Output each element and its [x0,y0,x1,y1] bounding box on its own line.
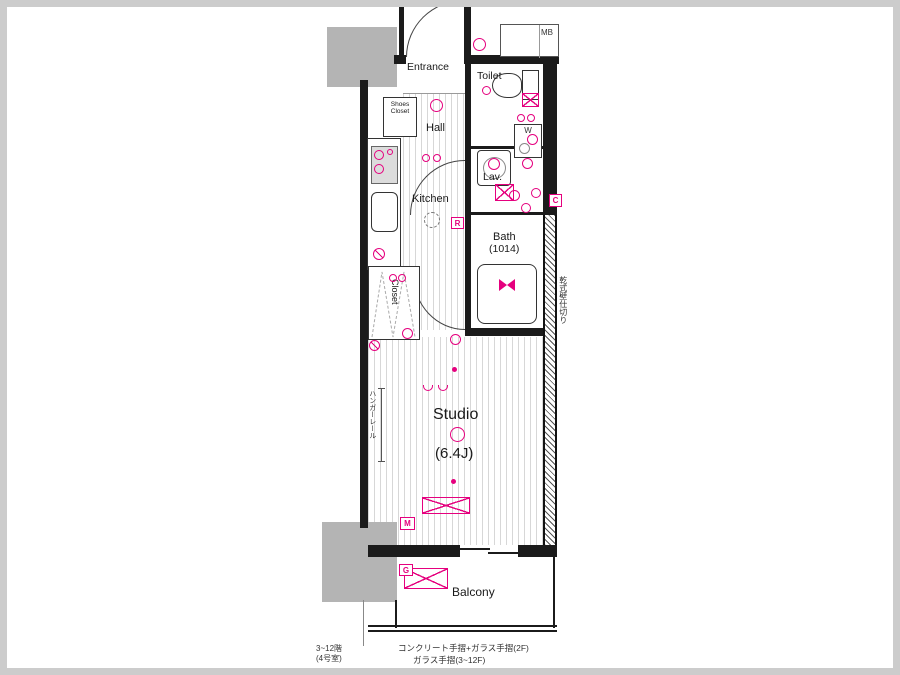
top-wall-toilet [464,55,559,64]
bathtub [477,264,537,324]
closet-folding-door [371,271,416,338]
m-box-label: M [404,519,411,528]
hall-light-symbol [430,99,443,112]
doorbell-symbol [473,38,486,51]
closet-switch-1 [389,274,397,282]
ac-box: C [549,194,562,207]
washer-drain [519,143,530,154]
balcony-railing-outer [368,625,557,627]
sliding-door-leaf-1 [456,548,490,550]
lav-switch-2 [527,114,535,122]
dry-partition-note: 乾式壁仕切り [558,276,568,324]
floor-range-note-1: 3~12階 [316,644,343,653]
speaker-symbol-1 [423,385,433,391]
hanger-rail-note: ハンガーレール [368,390,376,439]
bath-label-1: Bath [493,231,516,243]
entrance-door-arc [406,0,464,57]
toilet-label: Toilet [477,70,502,82]
m-box: M [400,517,415,530]
dimension-tick-line [363,600,364,646]
washer-label: W [524,126,532,135]
toilet-vent-symbol [522,93,539,107]
wall-outlet-symbol-1 [531,188,541,198]
balcony-left-edge [395,600,397,628]
gas-box-label: G [402,565,410,575]
thermostat-symbol [450,334,461,345]
wash-basin-bowl [483,157,506,179]
lav-lamp-symbol [509,190,520,201]
refrigerator-box-label: R [454,218,461,228]
window-unit-symbol [422,497,470,514]
hall-label: Hall [426,122,445,134]
sliding-door-leaf-2 [488,552,522,554]
entrance-step-line [403,93,465,94]
studio-label-1: Studio [433,406,479,423]
stove-burner-1 [374,150,384,160]
lav-bath-divider [471,212,543,215]
balcony-right-edge [553,557,555,628]
kitchen-label: Kitchen [412,193,449,205]
stove-burner-2 [374,164,384,174]
closet-label: Closet [389,279,400,305]
railing-note-2: ガラス手摺(3~12F) [413,655,486,665]
gas-box: G [399,564,413,576]
meter-box-label: MB [541,28,553,37]
right-wall-upper [543,57,557,217]
studio-label-2: (6.4J) [435,445,474,462]
entrance-left-frame [399,0,404,62]
ceiling-rose-symbol [450,427,465,442]
switch-symbol-1 [422,154,430,162]
pillar-top-left [327,27,397,87]
shoes-closet-label-1: Shoes [390,101,410,108]
balcony-railing-inner [368,630,557,632]
entrance-label: Entrance [407,61,450,73]
lav-switch-1 [517,114,525,122]
lav-outlet-symbol [522,158,533,169]
outlet-dot-1 [452,367,457,372]
lav-light-symbol [488,158,500,170]
balcony-label: Balcony [452,585,495,599]
hanger-rail-line [381,388,382,462]
meter-box-divider [539,25,540,58]
switch-symbol-2 [433,154,441,162]
closet-switch-2 [398,274,406,282]
meter-box: MB [500,24,559,58]
toilet-bowl [492,73,522,98]
washer-outlet-symbol [527,134,538,145]
right-wall-dry-partition [543,215,557,557]
left-wall [360,80,368,528]
kitchen-sink [371,192,398,232]
outlet-dot-2 [451,479,456,484]
corridor-wall [465,57,471,332]
entrance-right-frame [464,0,471,62]
hanger-rail-cap-top [378,388,385,389]
pillar-bottom-left [322,522,397,602]
stove-hood-symbol [387,149,393,155]
toilet-light-symbol [482,86,491,95]
railing-note-1: コンクリート手摺+ガラス手摺(2F) [398,643,529,653]
speaker-symbol-2 [438,385,448,391]
bottom-wall-right [518,545,557,557]
hanger-rail-cap-bottom [378,461,385,462]
outdoor-unit-symbol [404,568,448,589]
closet-light-symbol [373,248,385,260]
bath-studio-wall [465,328,543,336]
lav-label: Lav. [483,171,503,183]
bath-symbol [499,279,515,291]
toilet-lav-divider [471,146,543,149]
floor-range-note-2: (4号室) [316,654,342,663]
ac-box-label: C [552,196,559,205]
shoes-closet-label-2: Closet [390,108,410,116]
downlight-symbol [424,212,440,228]
studio-switch-symbol [402,328,413,339]
refrigerator-box: R [451,217,464,229]
studio-wall-light-symbol [369,340,380,351]
bath-label-2: (1014) [489,243,520,255]
shoes-closet: Shoes Closet [383,97,417,137]
wall-outlet-symbol-2 [521,203,531,213]
bottom-wall-left [368,545,460,557]
